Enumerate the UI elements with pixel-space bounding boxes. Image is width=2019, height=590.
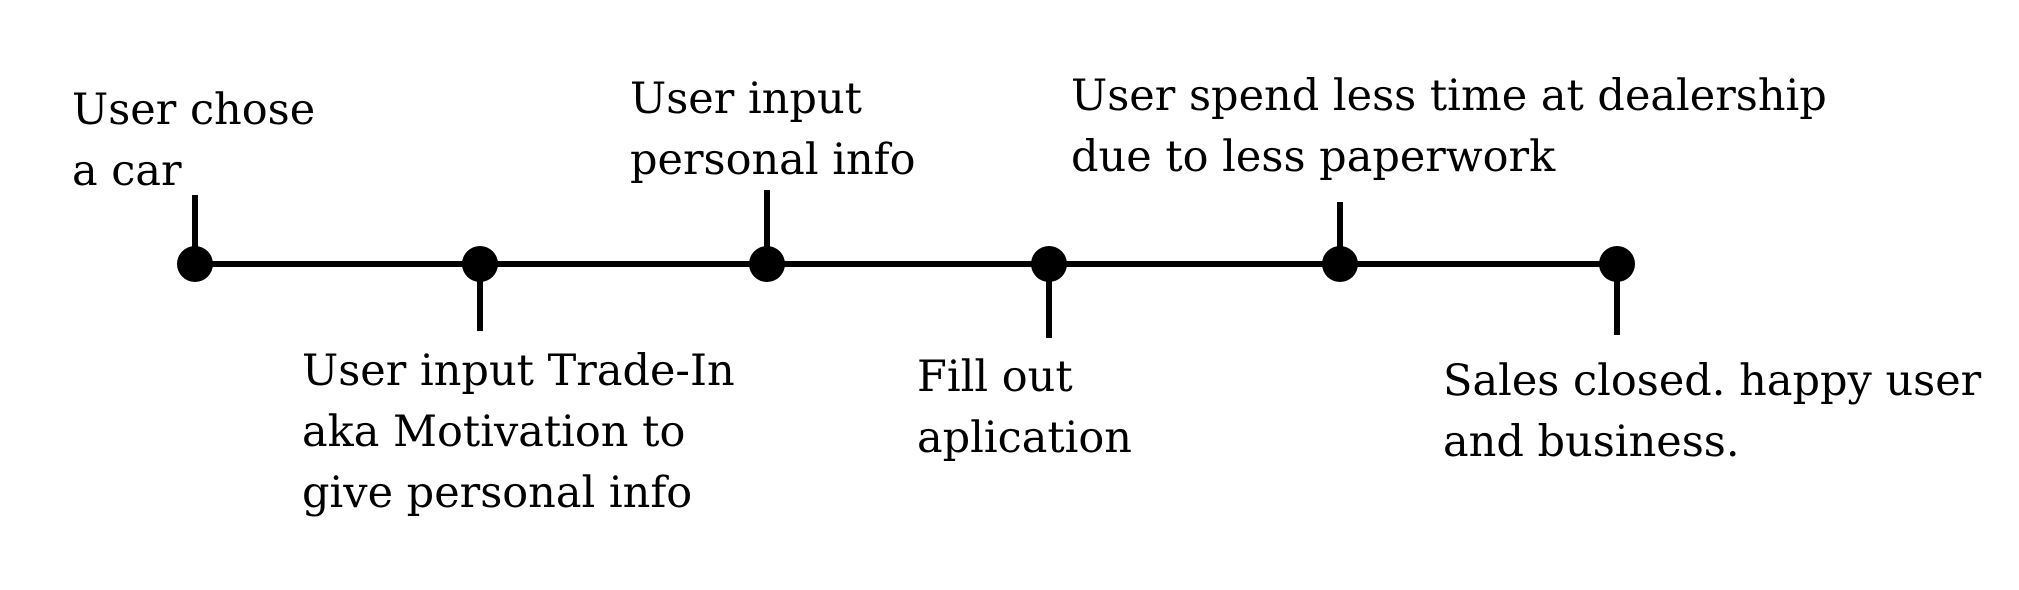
event-label-trade-in: User input Trade-In aka Motivation to gi… [302, 346, 735, 518]
event-label-chose-car: User chose a car [72, 85, 316, 196]
event-marker [462, 246, 498, 282]
event-marker [749, 246, 785, 282]
event-label-personal-info: User input personal info [630, 74, 916, 185]
event-marker [1031, 246, 1067, 282]
event-marker [177, 246, 213, 282]
event-marker [1322, 246, 1358, 282]
event-label-fill-application: Fill out aplication [917, 352, 1132, 463]
event-label-less-time: User spend less time at dealership due t… [1071, 71, 1827, 182]
event-marker [1599, 246, 1635, 282]
event-label-sales-closed: Sales closed. happy user and business. [1443, 356, 1982, 467]
